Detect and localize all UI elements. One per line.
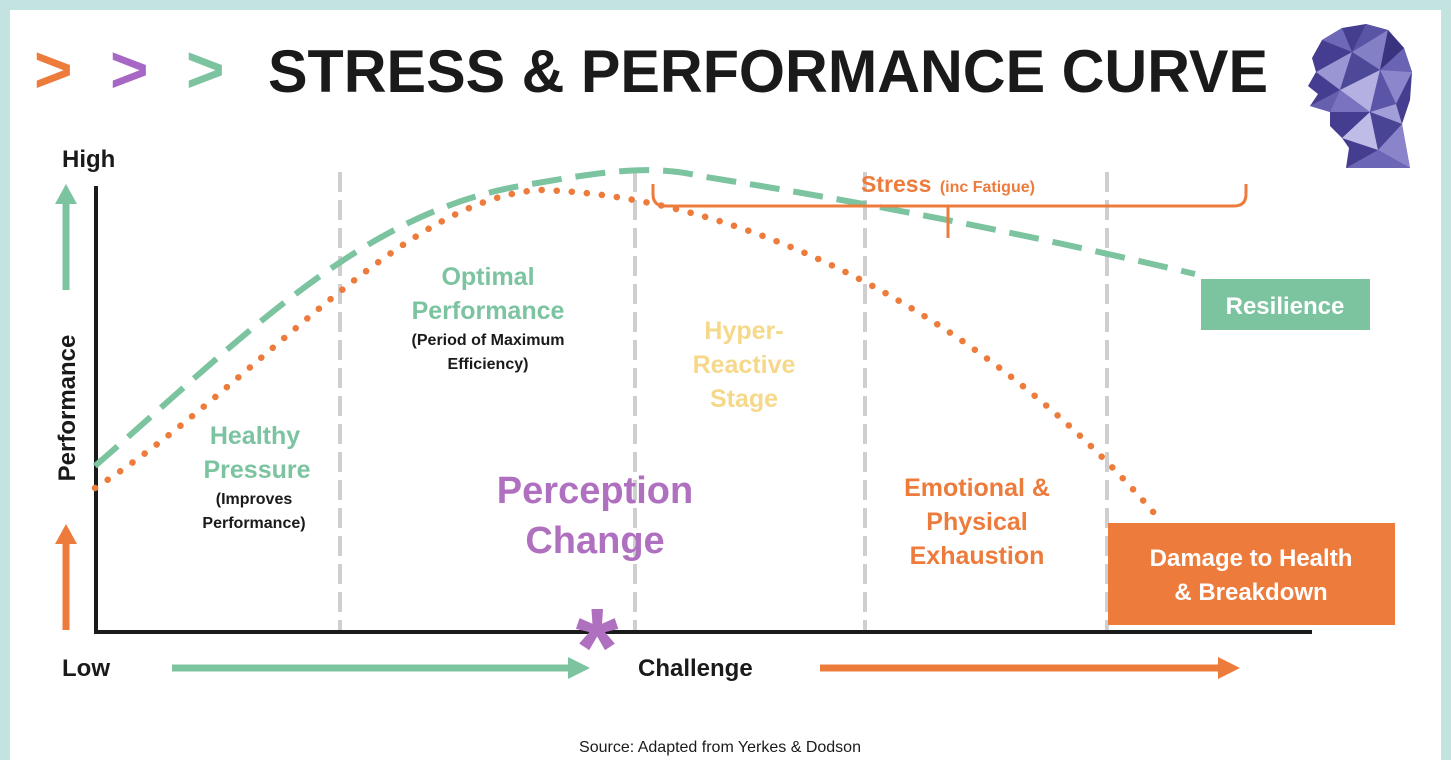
- green-chevron-icon: >: [186, 32, 225, 106]
- zone-title-line: Optimal: [441, 263, 534, 291]
- stress-brace: Stress (inc Fatigue): [651, 171, 1248, 238]
- optimal-performance-zone: Optimal Performance (Period of Maximum E…: [412, 263, 565, 373]
- zone-subtitle-line: (Period of Maximum: [412, 332, 565, 349]
- damage-label-line: Damage to Health: [1150, 545, 1353, 572]
- resilience-curve: [93, 167, 1196, 469]
- zone-title-line: Healthy: [210, 422, 300, 450]
- zone-subtitle-line: (Improves: [216, 491, 293, 508]
- y-axis-label: Performance: [54, 335, 81, 482]
- stress-main-label: Stress: [861, 171, 931, 197]
- zone-title-line: Emotional &: [904, 474, 1050, 502]
- zone-title-line: Pressure: [203, 456, 310, 484]
- hyper-reactive-zone: Hyper- Reactive Stage: [693, 317, 796, 413]
- perception-change-label: Perception Change: [497, 470, 693, 562]
- healthy-pressure-zone: Healthy Pressure (Improves Performance): [202, 422, 310, 532]
- damage-box: Damage to Health & Breakdown: [1108, 523, 1395, 625]
- stress-sub-label: (inc Fatigue): [940, 179, 1035, 196]
- zone-title-line: Reactive: [693, 351, 796, 379]
- zone-title-line: Stage: [710, 385, 778, 413]
- green-right-arrow-icon: [172, 657, 590, 679]
- orange-right-arrow-icon: [820, 657, 1240, 679]
- damage-label-line: & Breakdown: [1174, 579, 1327, 606]
- y-axis-high-label: High: [62, 146, 115, 173]
- zone-title-line: Performance: [412, 297, 565, 325]
- purple-chevron-icon: >: [110, 32, 149, 106]
- orange-chevron-icon: >: [34, 32, 73, 106]
- green-up-arrow-icon: [55, 184, 77, 290]
- stress-performance-diagram: > > > STRESS & PERFORMANCE CURVE: [34, 24, 1412, 756]
- perception-line: Perception: [497, 470, 693, 512]
- x-axis-low-label: Low: [62, 655, 110, 682]
- asterisk-marker-icon: *: [576, 586, 619, 709]
- stress-brace-label: Stress (inc Fatigue): [861, 171, 1035, 197]
- perception-line: Change: [525, 520, 664, 562]
- exhaustion-zone: Emotional & Physical Exhaustion: [904, 474, 1050, 570]
- resilience-label: Resilience: [1226, 293, 1345, 320]
- polygon-head-icon: [1308, 24, 1412, 168]
- infographic-card: > > > STRESS & PERFORMANCE CURVE: [10, 10, 1441, 760]
- zone-title-line: Exhaustion: [910, 542, 1045, 570]
- x-axis-label: Challenge: [638, 655, 753, 682]
- performance-curve: [91, 186, 1164, 524]
- resilience-box: Resilience: [1201, 279, 1370, 330]
- zone-title-line: Physical: [926, 508, 1027, 536]
- zone-subtitle-line: Efficiency): [448, 356, 529, 373]
- page-title: STRESS & PERFORMANCE CURVE: [268, 38, 1268, 105]
- source-caption: Source: Adapted from Yerkes & Dodson: [579, 739, 861, 756]
- zone-subtitle-line: Performance): [202, 515, 305, 532]
- orange-up-arrow-icon: [55, 524, 77, 630]
- zone-title-line: Hyper-: [704, 317, 783, 345]
